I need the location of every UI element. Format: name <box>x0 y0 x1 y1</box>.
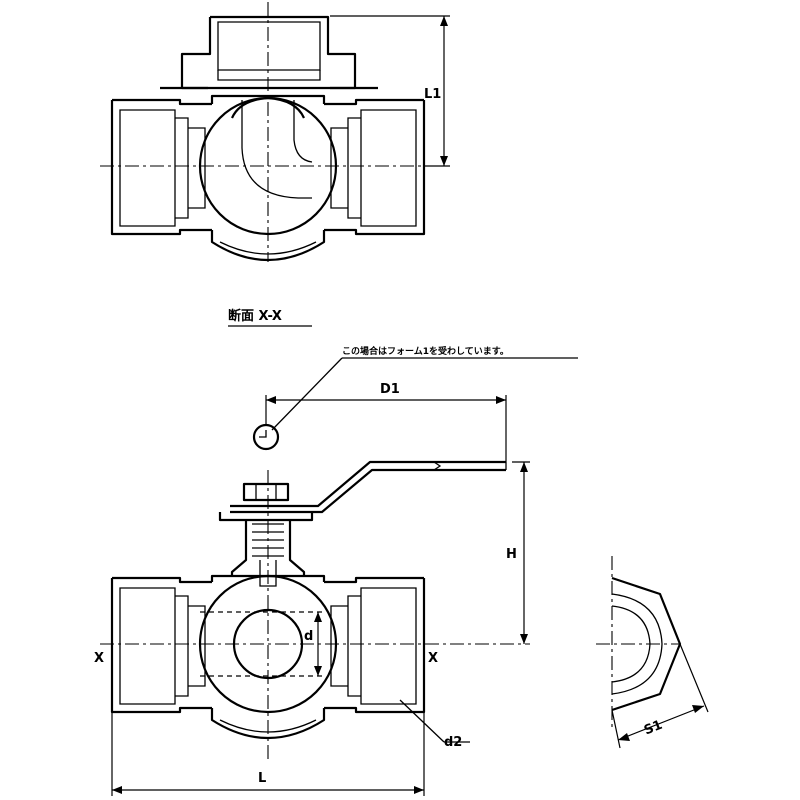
dim-label-l1: L1 <box>424 87 441 102</box>
note-text: この場合はフォーム1を受わしています。 <box>342 345 509 357</box>
marker-circle <box>252 423 280 451</box>
section-view-x-x: L1 <box>100 2 450 262</box>
dim-label-s1: S1 <box>642 718 665 739</box>
section-mark-right: X <box>428 651 438 666</box>
dim-label-d1: D1 <box>380 382 400 397</box>
dim-label-h: H <box>506 547 517 562</box>
dim-label-d2: d2 <box>444 735 462 750</box>
section-mark-left: X <box>94 651 104 666</box>
end-view: S1 <box>596 556 709 749</box>
front-view: この場合はフォーム1を受わしています。 D1 <box>94 345 578 796</box>
dim-label-l: L <box>258 771 266 786</box>
dim-label-d: d <box>304 629 313 644</box>
section-label: 断面 X-X <box>228 308 282 324</box>
